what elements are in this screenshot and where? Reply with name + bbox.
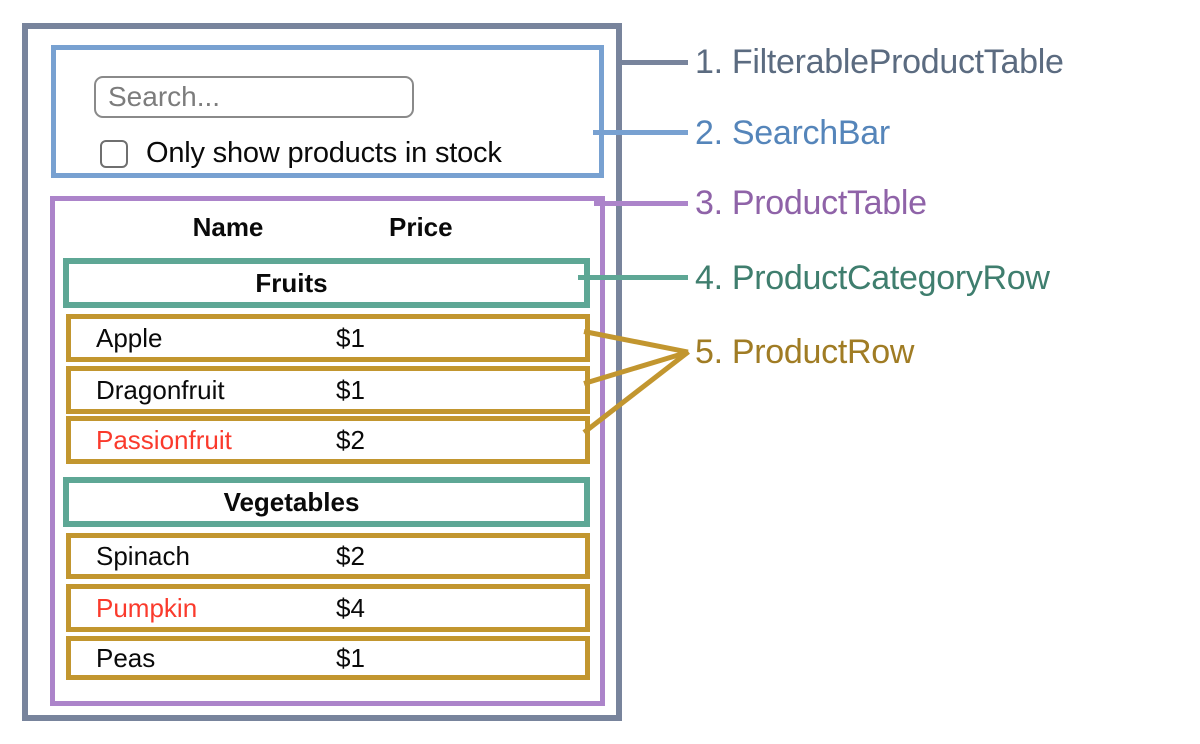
column-header-price: Price xyxy=(389,212,453,242)
filterable-product-table-box: Only show products in stock Name Price F… xyxy=(22,23,622,721)
product-price: $1 xyxy=(336,322,365,353)
product-price: $1 xyxy=(336,374,365,405)
category-label: Vegetables xyxy=(223,486,360,517)
product-name: Dragonfruit xyxy=(96,374,225,405)
product-row-peas: Peas $1 xyxy=(66,636,590,680)
connector-search-bar xyxy=(593,130,688,135)
product-name: Passionfruit xyxy=(96,424,232,455)
legend-search-bar: 2. SearchBar xyxy=(695,114,890,152)
product-name: Pumpkin xyxy=(96,592,198,623)
product-table-box: Name Price Fruits Apple $1 Dragonfruit $… xyxy=(50,196,605,706)
category-label: Fruits xyxy=(255,267,328,298)
product-row-apple: Apple $1 xyxy=(66,314,590,362)
product-row-dragonfruit: Dragonfruit $1 xyxy=(66,366,590,414)
connector-product-category-row xyxy=(578,275,688,280)
legend-filterable-product-table: 1. FilterableProductTable xyxy=(695,43,1064,81)
product-price: $2 xyxy=(336,424,365,455)
search-bar-box: Only show products in stock xyxy=(51,45,604,178)
product-row-pumpkin: Pumpkin $4 xyxy=(66,584,590,632)
connector-product-table xyxy=(594,201,688,206)
product-price: $1 xyxy=(336,642,365,673)
product-name: Peas xyxy=(96,642,156,673)
product-row-spinach: Spinach $2 xyxy=(66,533,590,579)
stock-filter-row: Only show products in stock xyxy=(100,137,502,170)
product-row-passionfruit: Passionfruit $2 xyxy=(66,416,590,464)
legend-product-table: 3. ProductTable xyxy=(695,184,927,222)
in-stock-label: Only show products in stock xyxy=(146,137,502,169)
legend-product-row: 5. ProductRow xyxy=(695,333,915,371)
product-price: $2 xyxy=(336,540,365,571)
search-input[interactable] xyxy=(94,76,414,118)
in-stock-checkbox[interactable] xyxy=(100,139,128,168)
product-name: Apple xyxy=(96,322,163,353)
column-header-name: Name xyxy=(192,212,264,242)
category-row-vegetables: Vegetables xyxy=(63,477,590,527)
category-row-fruits: Fruits xyxy=(63,258,590,308)
product-name: Spinach xyxy=(96,540,190,571)
product-price: $4 xyxy=(336,592,365,623)
connector-filterable-product-table xyxy=(616,60,688,65)
legend-product-category-row: 4. ProductCategoryRow xyxy=(695,259,1050,297)
